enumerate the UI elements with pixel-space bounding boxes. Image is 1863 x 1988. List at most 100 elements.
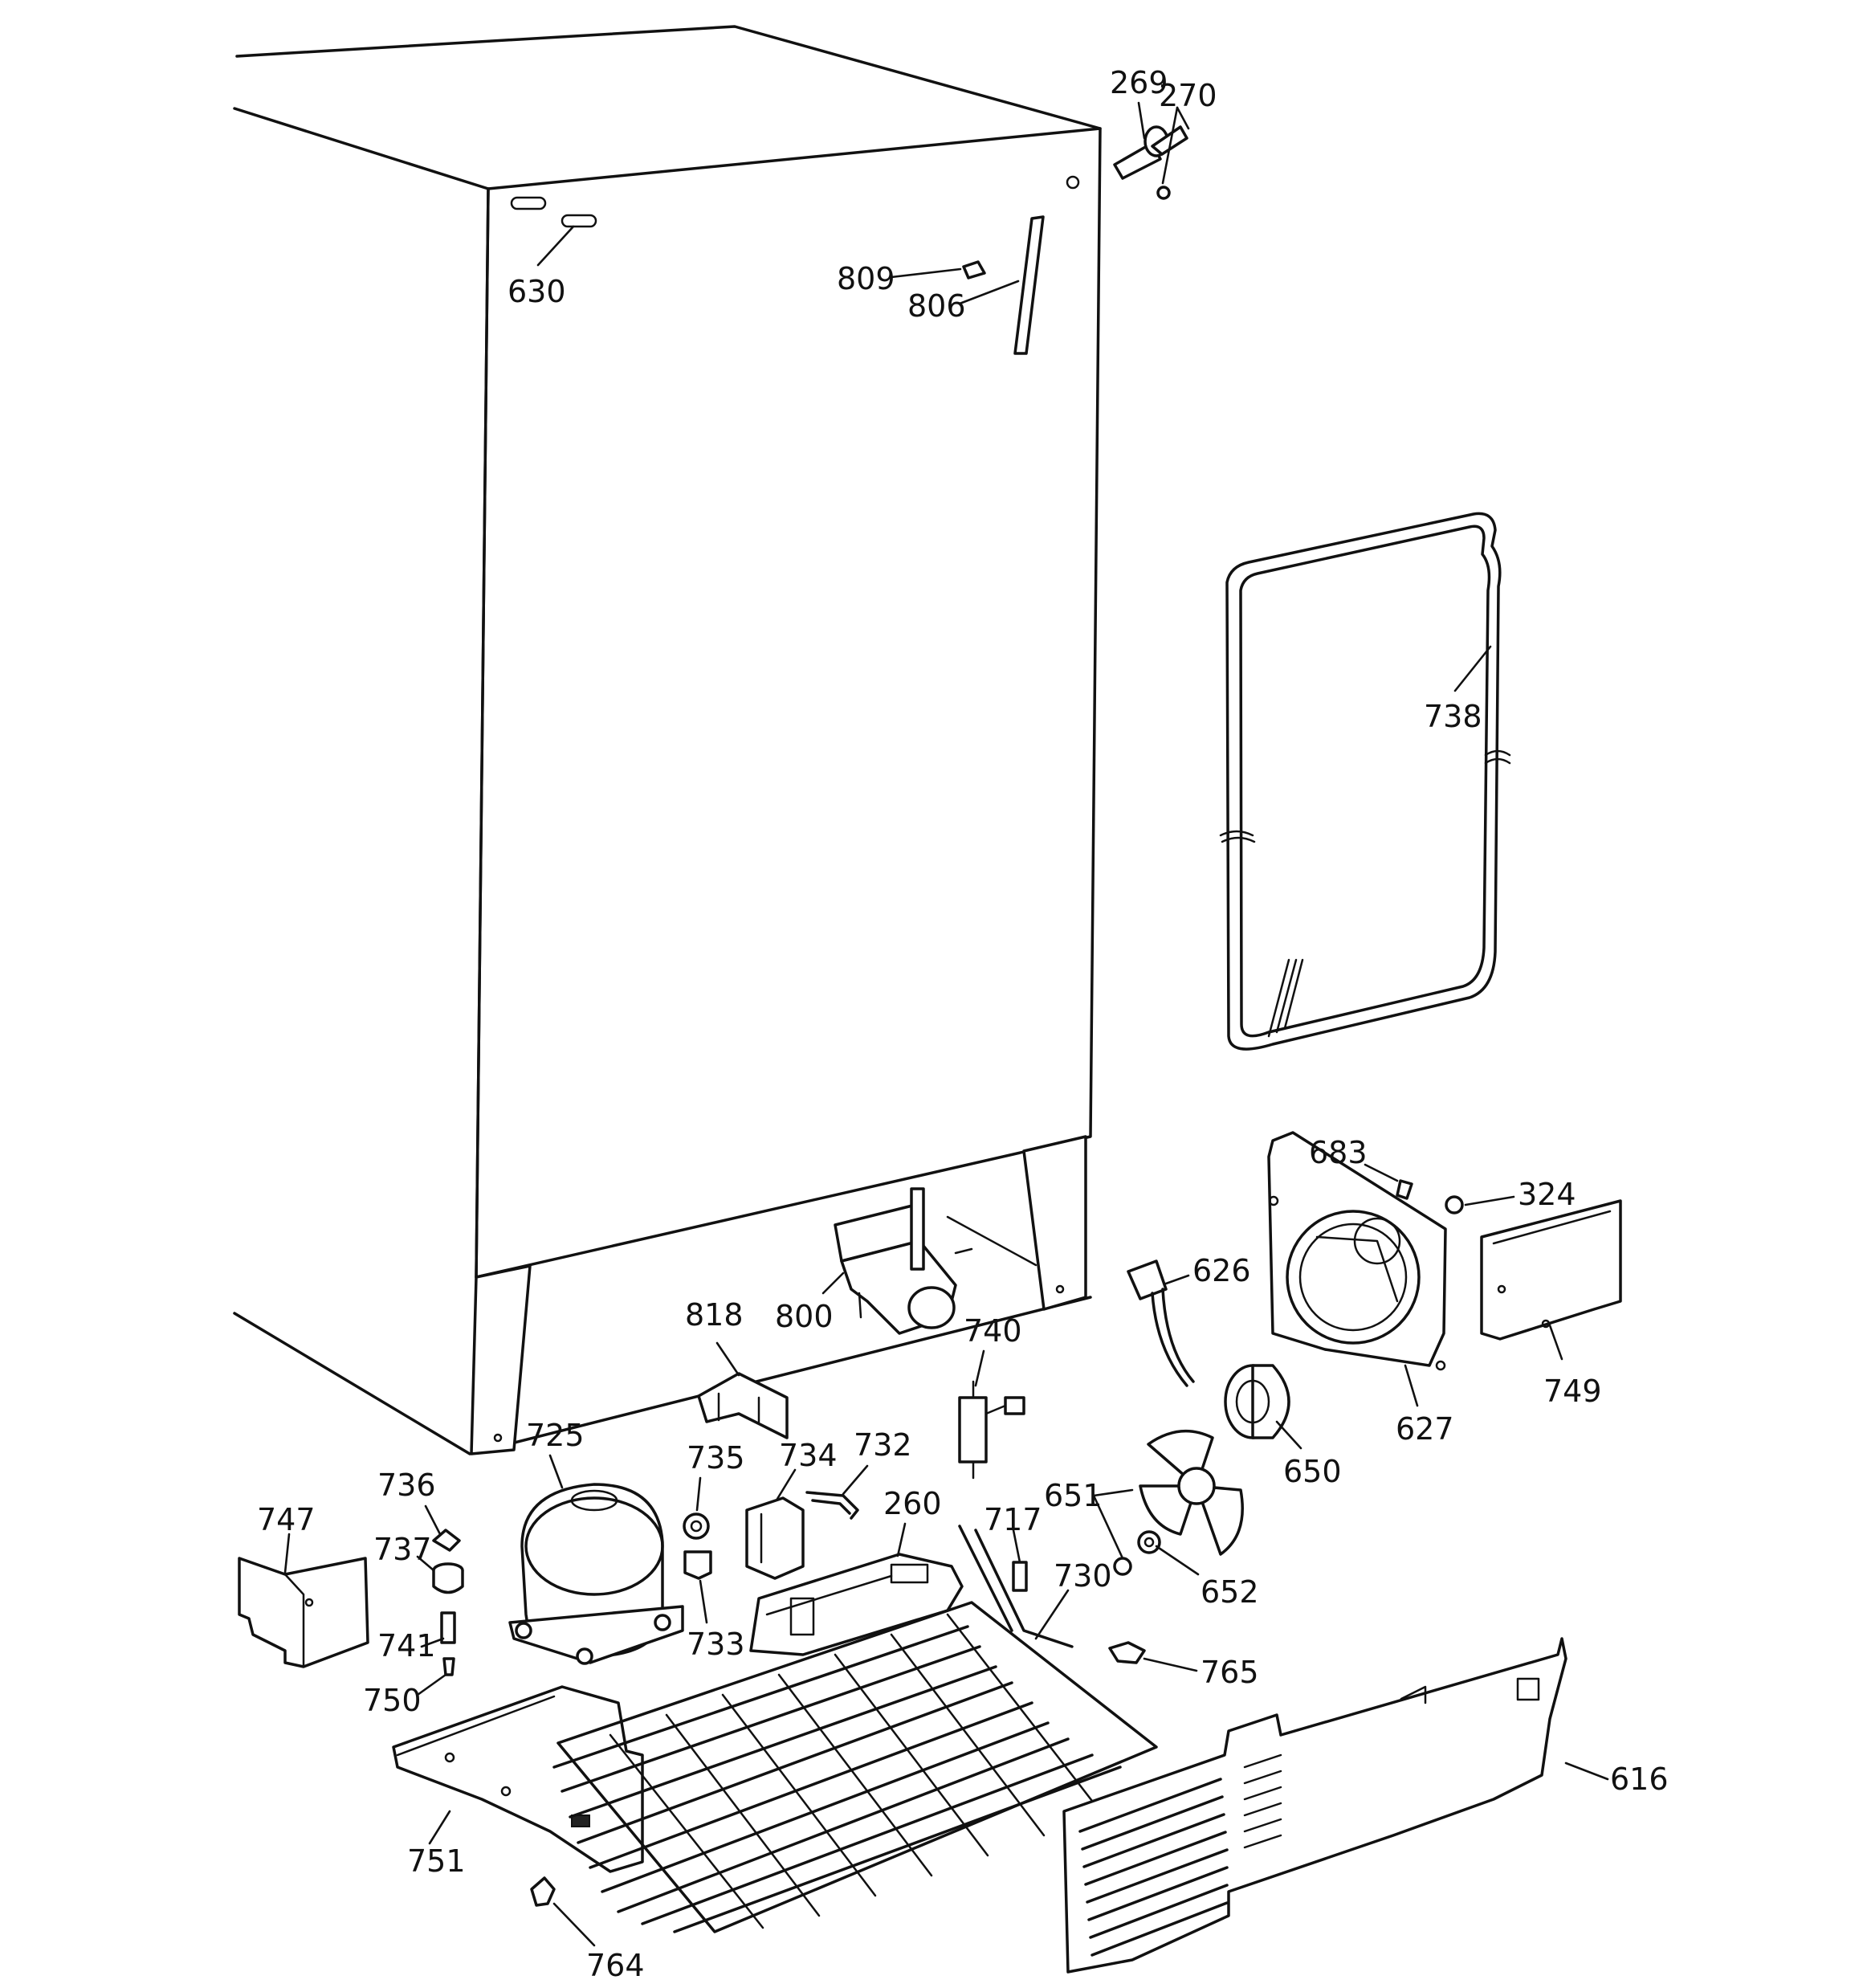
part-725-drawing (508, 1483, 684, 1665)
leader-734 (776, 1468, 797, 1500)
part-800-drawing (834, 1187, 973, 1335)
label-740: 740 (964, 1313, 1022, 1349)
part-736-drawing (432, 1529, 461, 1552)
leader-616 (1564, 1761, 1609, 1781)
label-750: 750 (363, 1683, 422, 1718)
leader-652 (1155, 1545, 1200, 1576)
label-616: 616 (1610, 1761, 1669, 1797)
part-747-drawing (238, 1557, 369, 1668)
label-737: 737 (373, 1532, 432, 1567)
part-734-drawing (745, 1496, 805, 1580)
label-683: 683 (1309, 1135, 1368, 1170)
part-740-drawing (958, 1380, 1025, 1480)
label-751: 751 (407, 1843, 466, 1879)
label-735: 735 (687, 1440, 745, 1476)
part-738-drawing (1219, 512, 1511, 1051)
part-650-drawing (1224, 1364, 1290, 1439)
leader-732 (842, 1464, 869, 1496)
label-717: 717 (984, 1502, 1042, 1537)
refrigerator-cabinet (233, 25, 1102, 1455)
label-764: 764 (586, 1948, 645, 1983)
leader-260 (896, 1522, 907, 1557)
callout-labels: 269 270 630 809 806 738 683 324 626 800 … (257, 65, 1669, 1983)
label-650: 650 (1283, 1454, 1342, 1489)
leader-270b (1176, 106, 1190, 130)
part-765-drawing (1108, 1641, 1146, 1664)
part-818-drawing (697, 1372, 789, 1439)
leader-809 (890, 267, 962, 279)
label-730: 730 (1054, 1558, 1112, 1594)
leader-737 (416, 1555, 435, 1572)
leader-765 (1143, 1657, 1198, 1672)
label-809: 809 (837, 261, 895, 296)
label-747: 747 (257, 1502, 316, 1537)
leader-683 (1364, 1163, 1399, 1182)
leader-630 (536, 225, 575, 267)
label-732: 732 (854, 1427, 912, 1463)
label-627: 627 (1396, 1411, 1454, 1447)
leader-806 (958, 280, 1020, 305)
part-750-drawing (442, 1657, 455, 1676)
part-806-drawing (1013, 215, 1045, 355)
label-630: 630 (508, 274, 566, 309)
leader-733 (699, 1579, 708, 1624)
leader-818 (715, 1341, 740, 1377)
label-270: 270 (1159, 78, 1217, 113)
part-651-drawing (1113, 1429, 1244, 1576)
part-741-drawing (440, 1611, 456, 1644)
leader-269 (1137, 101, 1146, 140)
leader-lines (283, 101, 1609, 1947)
label-806: 806 (907, 288, 966, 324)
leader-650 (1275, 1420, 1302, 1450)
part-749-drawing (1480, 1199, 1622, 1341)
part-683-drawing (1396, 1179, 1413, 1200)
leader-750 (416, 1673, 447, 1696)
label-818: 818 (685, 1297, 744, 1333)
part-717-drawing (1012, 1561, 1028, 1592)
leader-324 (1464, 1195, 1515, 1206)
leader-747 (283, 1533, 291, 1574)
label-269: 269 (1110, 65, 1168, 100)
part-324-drawing (1445, 1195, 1464, 1214)
leader-738 (1453, 645, 1492, 692)
leader-651a (1092, 1494, 1124, 1560)
part-735-drawing (683, 1512, 710, 1540)
label-741: 741 (377, 1628, 436, 1663)
label-765: 765 (1201, 1655, 1259, 1690)
leader-751 (428, 1810, 451, 1845)
leader-725 (548, 1454, 564, 1489)
part-732-drawing (805, 1491, 859, 1520)
leader-800 (821, 1272, 845, 1295)
leader-764 (552, 1902, 596, 1947)
leader-717 (1012, 1529, 1021, 1564)
part-627-drawing (1267, 1131, 1447, 1371)
part-652-drawing (1137, 1530, 1161, 1554)
part-616-drawing (1062, 1637, 1567, 1974)
label-652: 652 (1201, 1574, 1259, 1610)
label-733: 733 (687, 1627, 745, 1662)
leader-735 (695, 1476, 702, 1512)
part-269-drawing (1113, 125, 1188, 180)
label-260: 260 (883, 1486, 942, 1521)
part-809-drawing (962, 260, 986, 280)
part-764-drawing (530, 1876, 556, 1907)
leader-736 (424, 1504, 442, 1536)
leader-627 (1404, 1364, 1419, 1407)
label-800: 800 (775, 1299, 834, 1334)
label-749: 749 (1543, 1374, 1602, 1409)
part-626-drawing (1127, 1259, 1195, 1387)
leader-626 (1164, 1274, 1190, 1285)
leader-270a (1161, 106, 1179, 185)
part-730-drawing (552, 1525, 1158, 1933)
label-626: 626 (1192, 1253, 1251, 1288)
part-737-drawing (432, 1562, 464, 1594)
leader-741 (420, 1637, 445, 1648)
part-751-drawing (392, 1685, 644, 1873)
part-260-drawing (749, 1553, 964, 1656)
label-738: 738 (1424, 699, 1482, 734)
label-736: 736 (377, 1468, 436, 1503)
label-324: 324 (1518, 1177, 1576, 1212)
part-270-drawing (1156, 186, 1171, 200)
leader-749 (1548, 1324, 1563, 1361)
label-725: 725 (526, 1418, 585, 1453)
